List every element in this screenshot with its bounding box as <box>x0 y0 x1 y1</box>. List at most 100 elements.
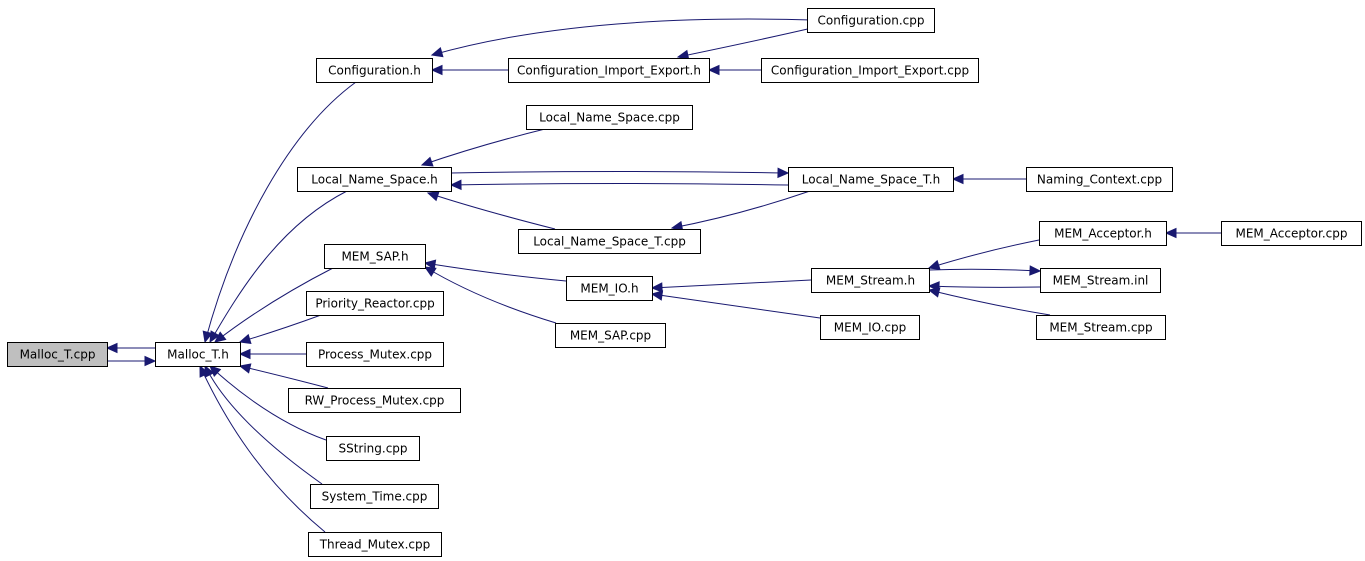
edge-arrowhead <box>426 191 440 202</box>
node-priority-reactor-cpp[interactable]: Priority_Reactor.cpp <box>306 291 444 316</box>
node-box[interactable] <box>1221 221 1362 246</box>
edge-arrowhead <box>650 290 664 301</box>
node-label: Configuration_Import_Export.h <box>517 64 701 78</box>
node-malloc-t-h[interactable]: Malloc_T.h <box>155 342 241 367</box>
edge-thread_mutex_cpp-to-malloc_t_h <box>199 364 326 533</box>
node-label: Naming_Context.cpp <box>1037 173 1162 187</box>
edge-line <box>928 289 1051 316</box>
edge-arrowhead <box>202 330 213 344</box>
edge-arrowhead <box>707 64 720 76</box>
edge-mem_stream_inl-to-mem_stream_h <box>927 281 1041 292</box>
node-box[interactable] <box>555 323 666 348</box>
edge-arrowhead <box>209 330 220 344</box>
node-mem-acceptor-cpp[interactable]: MEM_Acceptor.cpp <box>1221 221 1362 246</box>
node-thread-mutex-cpp[interactable]: Thread_Mutex.cpp <box>308 532 442 557</box>
edge-mem_acceptor_h-to-mem_stream_h <box>927 239 1040 270</box>
node-local-name-space-t-cpp[interactable]: Local_Name_Space_T.cpp <box>518 229 701 254</box>
node-box[interactable] <box>811 268 930 293</box>
node-box[interactable] <box>807 8 935 33</box>
node-local-name-space-t-h[interactable]: Local_Name_Space_T.h <box>788 167 954 192</box>
node-box[interactable] <box>306 342 444 367</box>
node-box[interactable] <box>1039 221 1167 246</box>
node-label: SString.cpp <box>338 442 407 456</box>
node-mem-stream-h[interactable]: MEM_Stream.h <box>811 268 930 293</box>
edges-layer <box>105 18 1221 533</box>
edge-local_name_space_cpp-to-local_name_space_h <box>420 128 546 167</box>
edge-arrowhead <box>927 259 941 270</box>
edge-priority_reactor_cpp-to-malloc_t_h <box>238 314 322 345</box>
node-mem-stream-inl[interactable]: MEM_Stream.inl <box>1040 268 1161 293</box>
edge-naming_context_cpp-to-local_name_space_t_h <box>951 173 1026 185</box>
node-local-name-space-h[interactable]: Local_Name_Space.h <box>297 167 452 192</box>
node-naming-context-cpp[interactable]: Naming_Context.cpp <box>1026 167 1173 192</box>
node-sstring-cpp[interactable]: SString.cpp <box>326 436 420 461</box>
edge-configuration_cpp-to-configuration_h <box>430 18 813 58</box>
node-configuration-cpp[interactable]: Configuration.cpp <box>807 8 935 33</box>
node-mem-acceptor-h[interactable]: MEM_Acceptor.h <box>1039 221 1167 246</box>
node-box[interactable] <box>820 315 920 340</box>
node-rw-process-mutex-cpp[interactable]: RW_Process_Mutex.cpp <box>288 388 461 413</box>
node-box[interactable] <box>1026 167 1173 192</box>
node-local-name-space-cpp[interactable]: Local_Name_Space.cpp <box>526 105 693 130</box>
edge-line <box>928 268 1041 272</box>
edge-arrowhead <box>449 179 462 191</box>
node-label: Local_Name_Space_T.cpp <box>533 235 686 249</box>
edge-arrowhead <box>238 348 251 360</box>
node-configuration-import-export-cpp[interactable]: Configuration_Import_Export.cpp <box>761 58 979 83</box>
node-box[interactable] <box>526 105 693 130</box>
node-box[interactable] <box>310 484 439 509</box>
node-box[interactable] <box>308 532 442 557</box>
node-label: MEM_SAP.h <box>341 250 408 264</box>
node-mem-io-h[interactable]: MEM_IO.h <box>566 276 653 301</box>
node-box[interactable] <box>508 58 710 83</box>
edge-mem_stream_cpp-to-mem_stream_h <box>927 287 1051 316</box>
edge-line <box>431 18 813 56</box>
node-label: Configuration.cpp <box>817 14 924 28</box>
node-label: MEM_Stream.inl <box>1053 274 1149 288</box>
node-box[interactable] <box>518 229 701 254</box>
node-box[interactable] <box>306 291 444 316</box>
edge-arrowhead <box>105 342 118 354</box>
edge-mem_io_cpp-to-mem_io_h <box>650 290 821 319</box>
edge-line <box>427 192 556 230</box>
node-box[interactable] <box>566 276 653 301</box>
edge-line <box>651 279 812 289</box>
edge-mem_stream_h-to-mem_io_h <box>650 279 812 293</box>
node-box[interactable] <box>7 342 108 367</box>
node-label: Process_Mutex.cpp <box>318 348 432 362</box>
edge-arrowhead <box>423 266 437 277</box>
node-box[interactable] <box>1040 268 1161 293</box>
node-label: Malloc_T.h <box>167 348 229 362</box>
node-label: MEM_SAP.cpp <box>570 329 651 343</box>
node-box[interactable] <box>324 244 426 269</box>
node-box[interactable] <box>288 388 461 413</box>
node-label: MEM_IO.cpp <box>834 321 906 335</box>
node-box[interactable] <box>316 58 433 83</box>
node-box[interactable] <box>326 436 420 461</box>
edge-line <box>199 365 326 533</box>
node-box[interactable] <box>788 167 954 192</box>
edge-local_name_space_t_h-to-local_name_space_t_cpp <box>670 190 811 232</box>
node-box[interactable] <box>297 167 452 192</box>
node-box[interactable] <box>1036 315 1166 340</box>
node-configuration-import-export-h[interactable]: Configuration_Import_Export.h <box>508 58 710 83</box>
node-mem-io-cpp[interactable]: MEM_IO.cpp <box>820 315 920 340</box>
edge-arrowhead <box>1164 227 1177 239</box>
node-label: Priority_Reactor.cpp <box>315 297 434 311</box>
node-process-mutex-cpp[interactable]: Process_Mutex.cpp <box>306 342 444 367</box>
node-malloc-t-cpp[interactable]: Malloc_T.cpp <box>7 342 108 367</box>
edge-arrowhead <box>927 287 941 298</box>
edge-configuration_h-to-malloc_t_h <box>202 81 357 344</box>
node-mem-sap-h[interactable]: MEM_SAP.h <box>324 244 426 269</box>
node-box[interactable] <box>155 342 241 367</box>
node-configuration-h[interactable]: Configuration.h <box>316 58 433 83</box>
node-mem-stream-cpp[interactable]: MEM_Stream.cpp <box>1036 315 1166 340</box>
edge-arrowhead <box>420 156 434 167</box>
edge-arrowhead <box>214 331 227 343</box>
node-mem-sap-cpp[interactable]: MEM_SAP.cpp <box>555 323 666 348</box>
node-box[interactable] <box>761 58 979 83</box>
node-system-time-cpp[interactable]: System_Time.cpp <box>310 484 439 509</box>
node-label: MEM_Stream.h <box>826 274 915 288</box>
edge-line <box>651 293 821 319</box>
